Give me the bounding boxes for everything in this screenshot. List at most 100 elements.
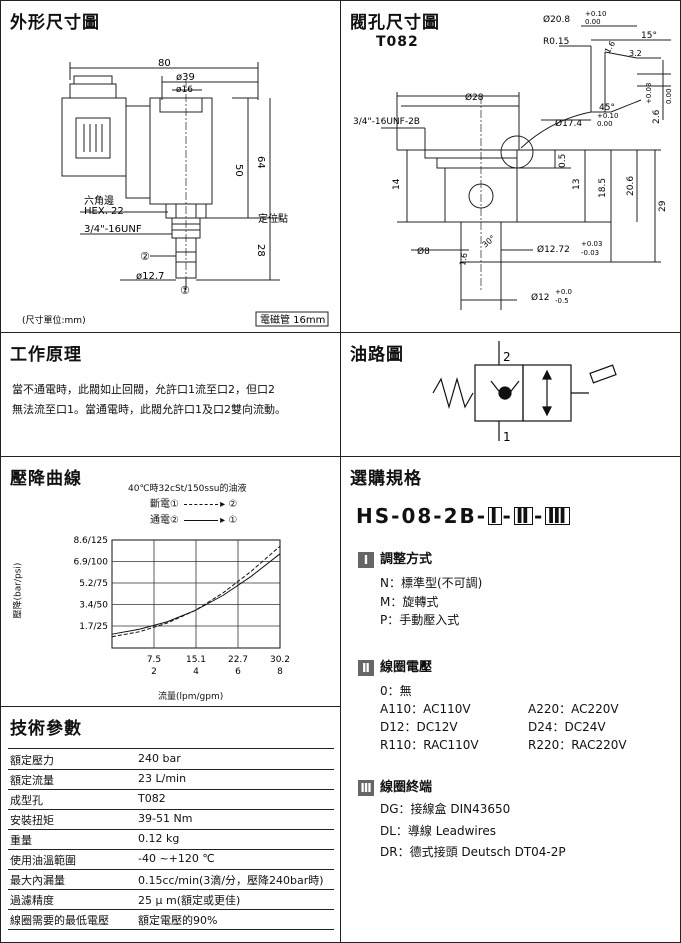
spec-value: 0.12 kg bbox=[138, 832, 180, 845]
cavity-d12: Ø12 bbox=[531, 292, 550, 303]
cavity-d17-4: Ø17.4 bbox=[555, 118, 582, 129]
cavity-2-6-tol-up: +0.03 bbox=[645, 83, 653, 104]
spec-row: 線圈需要的最低電壓 額定電壓的90% bbox=[8, 909, 334, 930]
cavity-angle-30: 30° bbox=[481, 234, 498, 250]
dim-12-7: ø12.7 bbox=[136, 271, 164, 282]
spec-value: 240 bar bbox=[138, 752, 181, 765]
spec-key: 線圈需要的最低電壓 bbox=[10, 914, 109, 927]
frame-left bbox=[0, 0, 1, 943]
chart-condition: 40℃時32cSt/150ssu的油液 bbox=[128, 484, 247, 494]
model-dash-1: - bbox=[502, 504, 513, 528]
group-2-right-1: A220：AC220V bbox=[528, 702, 619, 716]
spec-row: 使用油溫範圍 -40 ~+120 ℃ bbox=[8, 849, 334, 870]
dim-16: ø16 bbox=[176, 85, 193, 95]
chart-xtick-gpm: 8 bbox=[277, 667, 283, 677]
legend-deenergized-label: 斷電① bbox=[150, 499, 179, 510]
group-3-item-1: DG：接線盒 DIN43650 bbox=[380, 802, 511, 816]
circuit-symbol: 2 1 bbox=[432, 341, 617, 444]
legend-energized-label: 通電② bbox=[150, 515, 179, 526]
cavity-h0-5: 0.5 bbox=[558, 154, 568, 168]
spec-key: 額定流量 bbox=[10, 774, 54, 787]
group-2-right-2: D24：DC24V bbox=[528, 720, 606, 734]
cavity-h13: 13 bbox=[572, 179, 582, 190]
chart-ytick-label: 8.6/125 bbox=[73, 536, 108, 546]
spec-table-top bbox=[8, 748, 334, 749]
dim-64: 64 bbox=[255, 156, 266, 169]
model-prefix: HS-08-2B- bbox=[356, 504, 488, 528]
group-2-title: Ⅱ 線圈電壓 bbox=[358, 656, 432, 676]
legend-energized-target: ① bbox=[228, 515, 238, 526]
cavity-h20-6: 20.6 bbox=[626, 176, 636, 196]
group-2-left-1: A110：AC110V bbox=[380, 702, 471, 716]
spec-key: 安裝扭矩 bbox=[10, 814, 54, 827]
model-dash-2: - bbox=[534, 504, 545, 528]
model-code: HS-08-2B-Ⅰ-Ⅱ-Ⅲ bbox=[356, 504, 571, 528]
cavity-1-6: 1.6 bbox=[603, 39, 617, 55]
spec-key: 重量 bbox=[10, 834, 32, 847]
model-field-3: Ⅲ bbox=[545, 504, 571, 528]
spec-row: 重量 0.12 kg bbox=[8, 829, 334, 850]
cavity-d20-8-tol-dn: 0.00 bbox=[585, 18, 601, 26]
technical-heading: 技術參數 bbox=[10, 719, 82, 739]
spec-value: 0.15cc/min(3滴/分，壓降240bar時) bbox=[138, 874, 324, 887]
port-1-label: ① bbox=[180, 284, 190, 297]
cavity-d20-8-tol-up: +0.10 bbox=[585, 10, 606, 18]
spec-value: -40 ~+120 ℃ bbox=[138, 852, 215, 865]
port-2-label: ② bbox=[140, 250, 150, 263]
spec-value: 額定電壓的90% bbox=[138, 914, 218, 927]
legend-deenergized-target: ② bbox=[228, 499, 238, 510]
dim-50: 50 bbox=[233, 164, 244, 177]
group-2-number: Ⅱ bbox=[358, 659, 374, 676]
legend-solid-arrow bbox=[184, 519, 219, 521]
model-field-1: Ⅰ bbox=[488, 504, 502, 528]
pressure-drop-heading: 壓降曲線 bbox=[10, 469, 82, 489]
series-energized-line bbox=[111, 553, 281, 635]
spec-row: 安裝扭矩 39-51 Nm bbox=[8, 809, 334, 830]
spec-value: 25 μ m(額定或更佳) bbox=[138, 894, 241, 907]
cavity-d12-72-tol-up: +0.03 bbox=[581, 240, 602, 248]
cavity-h18-5: 18.5 bbox=[598, 178, 608, 198]
chart-ytick-label: 6.9/100 bbox=[73, 558, 108, 568]
spec-value: 39-51 Nm bbox=[138, 812, 193, 825]
spec-value: 23 L/min bbox=[138, 772, 187, 785]
outline-drawing: 80 ø39 ø16 50 64 28 六角邊 HEX. 22 3/4"-16U… bbox=[22, 58, 329, 327]
spec-key: 成型孔 bbox=[10, 794, 43, 807]
chart-ytick-label: 3.4/50 bbox=[79, 601, 108, 611]
circuit-port-1: 1 bbox=[503, 430, 511, 444]
group-2-left-2: D12：DC12V bbox=[380, 720, 458, 734]
group-1-title-text: 調整方式 bbox=[380, 552, 433, 567]
group-2-title-text: 線圈電壓 bbox=[380, 660, 433, 675]
cavity-angle-45: 45° bbox=[599, 103, 615, 113]
chart-xtick-lpm: 7.5 bbox=[147, 655, 161, 665]
cavity-2-6-tol-dn: 0.00 bbox=[665, 88, 673, 104]
cavity-3-2: 3.2 bbox=[629, 49, 642, 58]
hex-label-2: HEX. 22 bbox=[84, 206, 124, 217]
ordering-heading: 選購規格 bbox=[350, 469, 422, 489]
cavity-d8: Ø8 bbox=[417, 246, 430, 257]
cavity-r015: R0.15 bbox=[543, 37, 569, 47]
principle-text-line-1: 當不通電時，此閥如止回閥，允許口1流至口2，但口2 bbox=[12, 383, 275, 396]
chart-xlabel: 流量(lpm/gpm) bbox=[158, 692, 224, 702]
spec-key: 使用油溫範圍 bbox=[10, 854, 76, 867]
circuit-heading: 油路圖 bbox=[350, 345, 404, 365]
legend-deenergized: 斷電① ▸ ② bbox=[150, 499, 238, 510]
group-3-item-2: DL：導線 Leadwires bbox=[380, 824, 497, 838]
dim-80: 80 bbox=[158, 58, 171, 69]
group-2-right-3: R220：RAC220V bbox=[528, 738, 627, 752]
cavity-d12-72: Ø12.72 bbox=[537, 244, 570, 255]
cavity-d12-72-tol-dn: -0.03 bbox=[581, 249, 599, 257]
locate-point-label: 定位點 bbox=[258, 212, 288, 225]
principle-text-line-2: 無法流至口1。當通電時，此閥允許口1及口2雙向流動。 bbox=[12, 403, 286, 416]
cavity-code: T082 bbox=[376, 34, 419, 50]
cavity-h29: 29 bbox=[658, 200, 668, 212]
cavity-heading: 閥孔尺寸圖 bbox=[350, 13, 440, 33]
spec-value: T082 bbox=[138, 792, 166, 805]
cavity-d17-4-tol-up: +0.10 bbox=[597, 112, 618, 120]
cavity-thread: 3/4"-16UNF-2B bbox=[353, 117, 420, 127]
cavity-1-6b: 1.6 bbox=[458, 252, 469, 266]
chart-ytick-label: 5.2/75 bbox=[79, 579, 108, 589]
